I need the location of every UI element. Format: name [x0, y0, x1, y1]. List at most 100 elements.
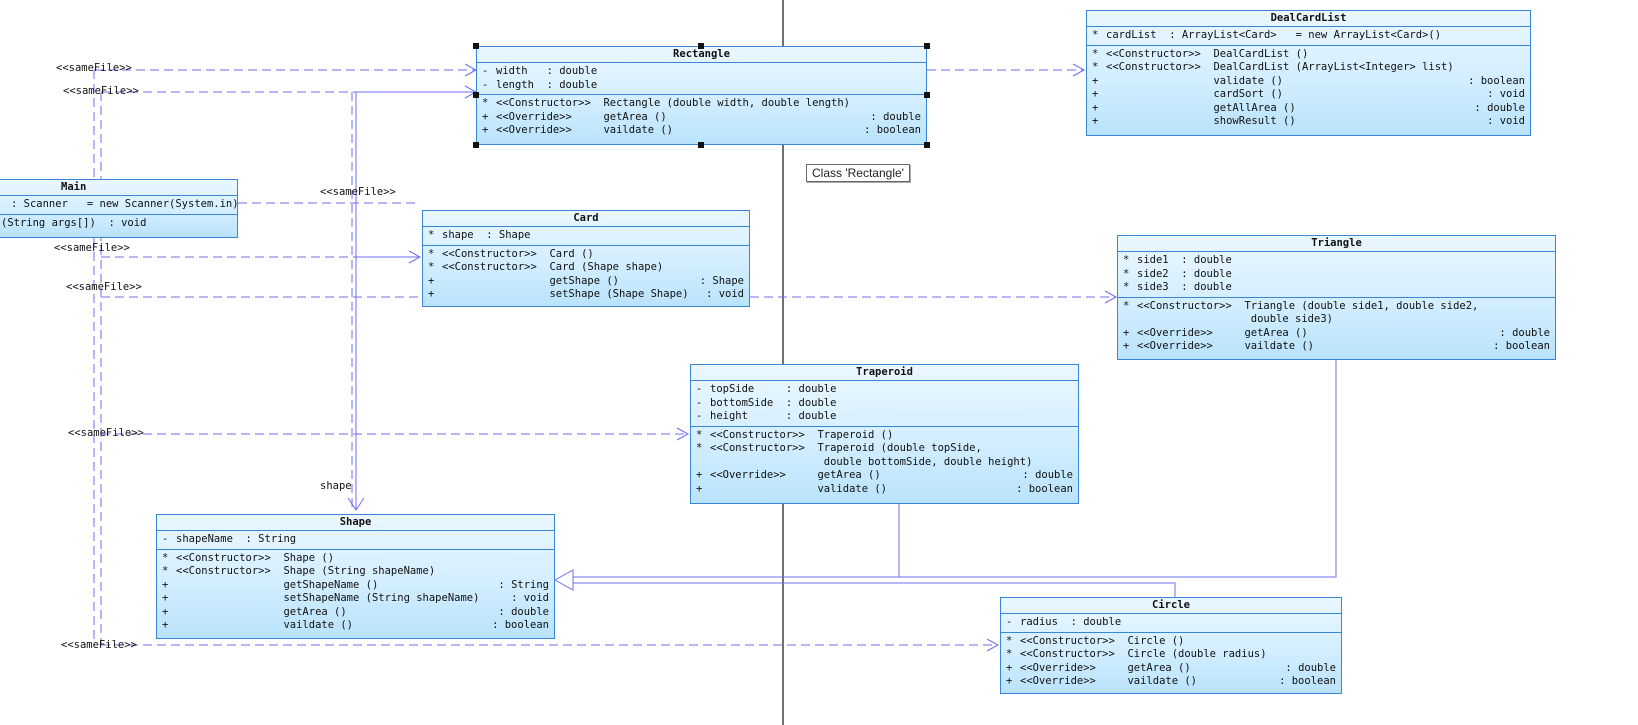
operation-row[interactable]: *<<Constructor>> Shape (): [162, 552, 549, 566]
operation-signature: setShapeName (String shapeName): [283, 592, 480, 604]
operation-row[interactable]: +<<Override>> getArea (): double: [1006, 662, 1336, 676]
visibility-marker: *: [696, 442, 703, 454]
operation-row[interactable]: *<<Constructor>> Circle (): [1006, 635, 1336, 649]
operation-row[interactable]: + showResult (): void: [1092, 115, 1525, 129]
attribute-row[interactable]: *side3 : double: [1123, 281, 1550, 295]
class-shape[interactable]: Shape -shapeName : String *<<Constructor…: [156, 514, 555, 639]
operation-signature: vaildate (): [283, 619, 354, 631]
visibility-marker: +: [162, 578, 169, 591]
operation-signature: vaildate (): [1127, 675, 1198, 687]
attribute-row[interactable]: *side2 : double: [1123, 268, 1550, 282]
operation-row[interactable]: + getArea (): double: [162, 606, 549, 620]
visibility-marker: *: [428, 261, 435, 273]
visibility-marker: -: [696, 383, 703, 395]
attributes-section: *side1 : double*side2 : double*side3 : d…: [1118, 252, 1555, 297]
return-type: : boolean: [1016, 482, 1073, 495]
class-rectangle[interactable]: Rectangle -width : double-length : doubl…: [476, 46, 927, 145]
class-traperoid[interactable]: Traperoid -topSide : double-bottomSide :…: [690, 364, 1079, 504]
operation-signature: getArea (): [817, 469, 881, 481]
operation-row[interactable]: + getShape (): Shape: [428, 275, 744, 289]
generalization-line: [899, 360, 1337, 578]
operation-row[interactable]: *<<Constructor>> Card (): [428, 248, 744, 262]
operation-row[interactable]: + getAllArea (): double: [1092, 102, 1525, 116]
selection-handle[interactable]: [698, 142, 704, 148]
selection-handle[interactable]: [924, 92, 930, 98]
selection-handle[interactable]: [473, 142, 479, 148]
operation-row[interactable]: *<<Constructor>> Triangle (double side1,…: [1123, 300, 1550, 327]
operation-signature: vaildate (): [603, 124, 674, 136]
arrowhead: [1104, 290, 1118, 304]
operation-signature: getArea (): [1244, 326, 1308, 339]
operation-row[interactable]: + vaildate (): boolean: [162, 619, 549, 633]
operation-row[interactable]: + cardSort (): void: [1092, 88, 1525, 102]
visibility-marker: +: [482, 124, 489, 136]
attribute-text: height : double: [710, 410, 837, 422]
operation-row[interactable]: *<<Constructor>> Rectangle (double width…: [482, 97, 921, 111]
operation-row[interactable]: *<<Constructor>> Shape (String shapeName…: [162, 565, 549, 579]
attribute-row[interactable]: -shapeName : String: [162, 533, 549, 547]
selection-handle[interactable]: [473, 43, 479, 49]
attribute-row[interactable]: -height : double: [696, 410, 1073, 424]
operation-signature: Triangle (double side1, double side2, do…: [1244, 299, 1479, 326]
visibility-marker: [0, 198, 11, 212]
visibility-marker: +: [1123, 340, 1130, 352]
operation-row[interactable]: *<<Constructor>> Card (Shape shape): [428, 261, 744, 275]
operation-row[interactable]: + setShapeName (String shapeName): void: [162, 592, 549, 606]
stereotype: [1106, 75, 1213, 89]
attribute-row[interactable]: -bottomSide : double: [696, 397, 1073, 411]
attribute-row[interactable]: *cardList : ArrayList<Card> = new ArrayL…: [1092, 29, 1525, 43]
stereotype: [176, 606, 283, 620]
operation-signature: showResult (): [1213, 115, 1296, 127]
attribute-row[interactable]: -width : double: [482, 65, 921, 79]
operation-row[interactable]: (String args[]) : void: [0, 217, 232, 231]
class-title: Main: [0, 180, 237, 196]
attribute-row[interactable]: *shape : Shape: [428, 229, 744, 243]
attribute-row[interactable]: : Scanner = new Scanner(System.in): [0, 198, 239, 212]
operation-row[interactable]: *<<Constructor>> DealCardList (ArrayList…: [1092, 61, 1525, 75]
visibility-marker: +: [1123, 326, 1130, 339]
operation-row[interactable]: *<<Constructor>> Traperoid (): [696, 429, 1073, 443]
visibility-marker: *: [428, 229, 435, 241]
class-circle[interactable]: Circle -radius : double *<<Constructor>>…: [1000, 597, 1342, 694]
operation-row[interactable]: + validate (): boolean: [696, 483, 1073, 497]
selection-handle[interactable]: [473, 92, 479, 98]
operation-row[interactable]: +<<Override>> getArea (): double: [1123, 327, 1550, 341]
operation-row[interactable]: + setShape (Shape Shape): void: [428, 288, 744, 302]
selection-handle[interactable]: [698, 43, 704, 49]
operation-signature: DealCardList (ArrayList<Integer> list): [1213, 61, 1454, 73]
visibility-marker: +: [1092, 74, 1099, 87]
class-triangle[interactable]: Triangle *side1 : double*side2 : double*…: [1117, 235, 1556, 360]
operation-row[interactable]: + getShapeName (): String: [162, 579, 549, 593]
class-title: Shape: [157, 515, 554, 531]
selection-handle[interactable]: [924, 43, 930, 49]
attribute-text: radius : double: [1020, 616, 1122, 628]
stereotype: <<Constructor>>: [442, 247, 550, 260]
operation-row[interactable]: + validate (): boolean: [1092, 75, 1525, 89]
return-type: : void: [511, 592, 549, 604]
operation-row[interactable]: *<<Constructor>> Traperoid (double topSi…: [696, 442, 1073, 469]
visibility-marker: +: [1092, 101, 1099, 114]
stereotype: [442, 275, 549, 289]
operation-row[interactable]: +<<Override>> getArea (): double: [482, 111, 921, 125]
stereotype: <<Constructor>>: [176, 565, 284, 577]
class-card[interactable]: Card *shape : Shape *<<Constructor>> Car…: [422, 210, 750, 307]
operation-row[interactable]: +<<Override>> vaildate (): boolean: [1123, 340, 1550, 354]
operation-row[interactable]: +<<Override>> getArea (): double: [696, 469, 1073, 483]
attribute-row[interactable]: -radius : double: [1006, 616, 1336, 630]
operation-row[interactable]: +<<Override>> vaildate (): boolean: [482, 124, 921, 138]
class-main[interactable]: Main : Scanner = new Scanner(System.in) …: [0, 179, 239, 238]
selection-handle[interactable]: [924, 142, 930, 148]
operations-section: *<<Constructor>> Circle ()*<<Constructor…: [1001, 631, 1341, 691]
stereotype: <<Constructor>>: [1106, 61, 1214, 73]
operation-row[interactable]: +<<Override>> vaildate (): boolean: [1006, 675, 1336, 689]
visibility-marker: *: [1006, 648, 1013, 660]
attribute-row[interactable]: -topSide : double: [696, 383, 1073, 397]
attribute-row[interactable]: -length : double: [482, 79, 921, 93]
operation-row[interactable]: *<<Constructor>> Circle (double radius): [1006, 648, 1336, 662]
operation-row[interactable]: *<<Constructor>> DealCardList (): [1092, 48, 1525, 62]
attribute-row[interactable]: *side1 : double: [1123, 254, 1550, 268]
visibility-marker: *: [482, 97, 489, 109]
stereotype: [710, 483, 817, 497]
operation-signature: getArea (): [1127, 661, 1191, 674]
class-dealcardlist[interactable]: DealCardList *cardList : ArrayList<Card>…: [1086, 10, 1531, 136]
